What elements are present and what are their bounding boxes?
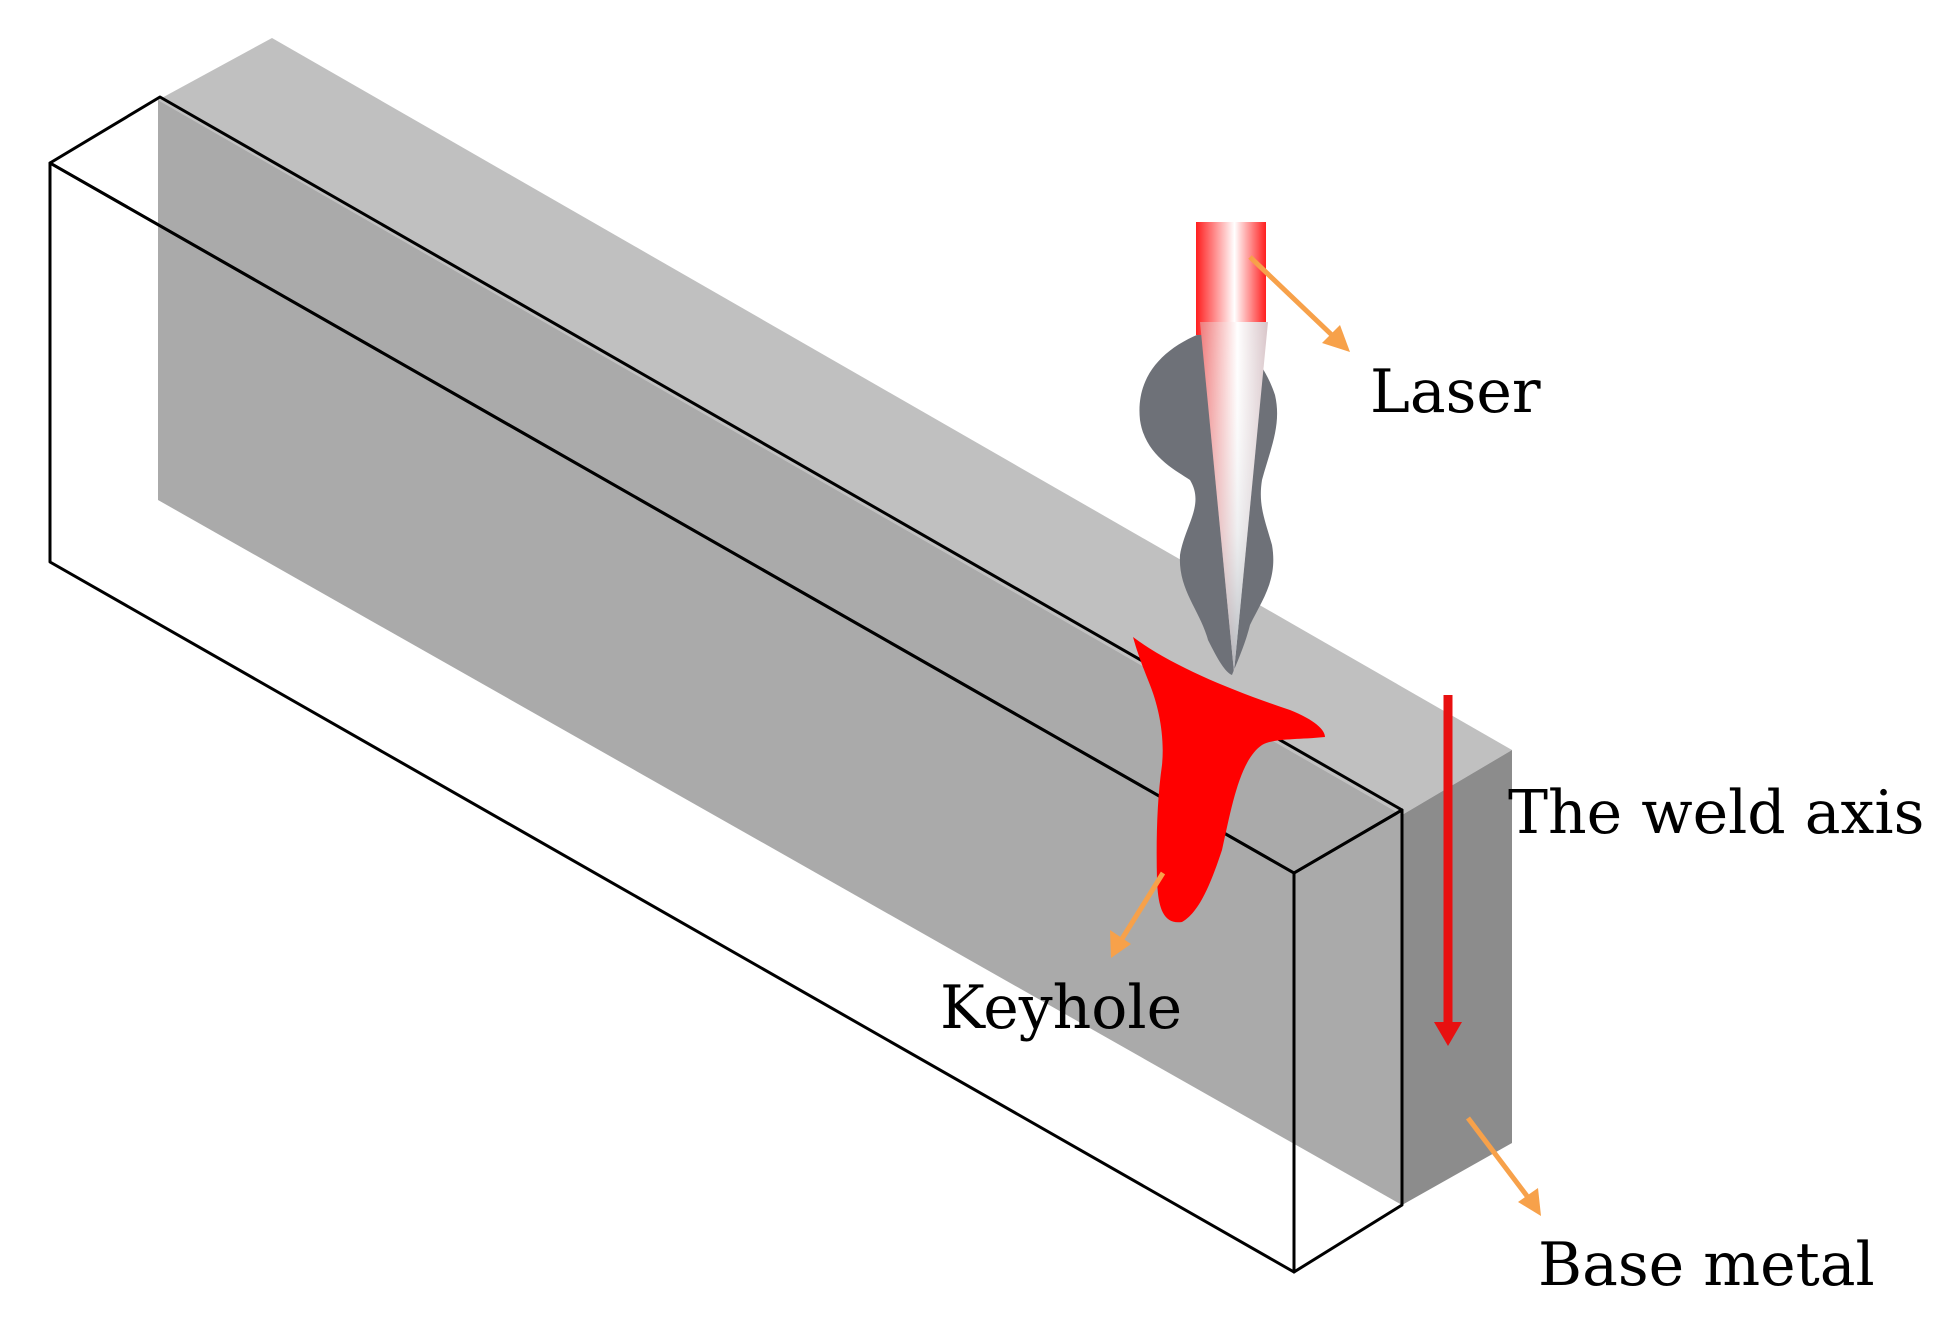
laser-beam-cone-shade xyxy=(1200,322,1268,672)
weld-axis-arrow-head xyxy=(1434,1022,1462,1046)
base-metal-pointer-arrow xyxy=(1466,1116,1541,1216)
keyhole-shape xyxy=(1133,637,1325,923)
base-metal-plate xyxy=(158,38,1512,1205)
weld-axis-label: The weld axis xyxy=(1508,778,1924,848)
plate-front-face xyxy=(158,100,1402,1205)
outline-end-face xyxy=(1292,808,1404,1274)
laser-beam xyxy=(1196,222,1268,672)
keyhole-pointer-arrow xyxy=(1110,871,1166,958)
laser-label: Laser xyxy=(1370,357,1541,427)
plate-side-face xyxy=(1402,750,1512,1205)
base-metal-label: Base metal xyxy=(1538,1230,1875,1300)
plate-top-face xyxy=(158,38,1512,815)
laser-pointer-arrow xyxy=(1248,255,1350,352)
laser-beam-column xyxy=(1196,222,1266,335)
transparent-plate-outline xyxy=(48,95,1404,1274)
weld-axis-arrow xyxy=(1434,695,1462,1046)
keyhole-label: Keyhole xyxy=(940,973,1182,1043)
